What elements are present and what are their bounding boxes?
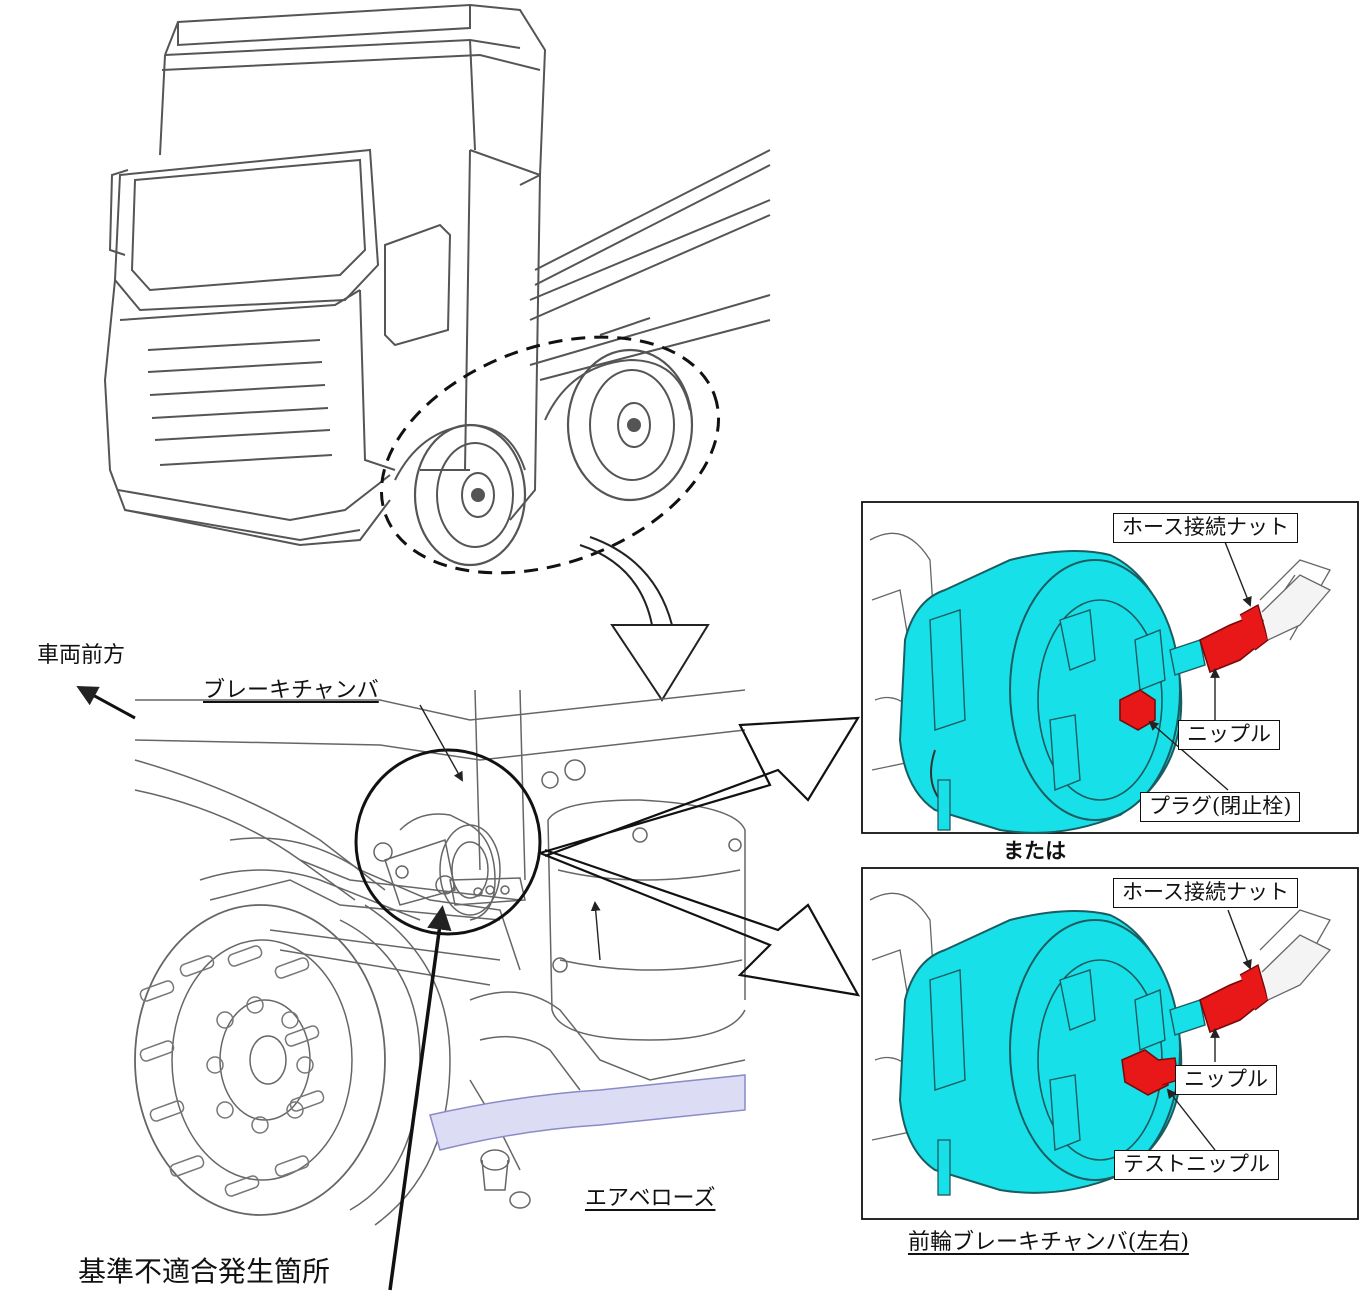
detail-leader-lines [419,704,601,961]
suspension-detail-view [134,689,746,1226]
nipple-label-top: ニップル [1178,720,1280,750]
zoom-arrow [579,536,710,702]
hose-nut-label-bottom: ホース接続ナット [1113,878,1298,908]
hose-nut-label-top: ホース接続ナット [1113,513,1298,543]
brake-chamber-label: ブレーキチャンバ [203,678,379,703]
plug-label: プラグ(閉止栓) [1140,792,1301,822]
detail-box-test-nipple [861,867,1359,1220]
detail-box-plug [861,501,1359,834]
nonconformity-location-label: 基準不適合発生箇所 [78,1255,331,1288]
or-label: または [1003,839,1066,863]
vehicle-front-arrow [76,685,136,720]
highlight-dashed-ellipse [379,335,721,575]
expand-arrows [539,716,861,997]
brake-chamber-circle [354,748,542,936]
vehicle-front-label: 車両前方 [37,643,126,668]
nonconformity-pointer [388,905,452,1291]
truck-illustration [103,3,771,567]
front-brake-chamber-caption: 前輪ブレーキチャンバ(左右) [908,1230,1189,1255]
air-bellows-label: エアベローズ [585,1186,716,1211]
test-nipple-label: テストニップル [1114,1150,1279,1180]
nipple-label-bottom: ニップル [1175,1065,1277,1095]
